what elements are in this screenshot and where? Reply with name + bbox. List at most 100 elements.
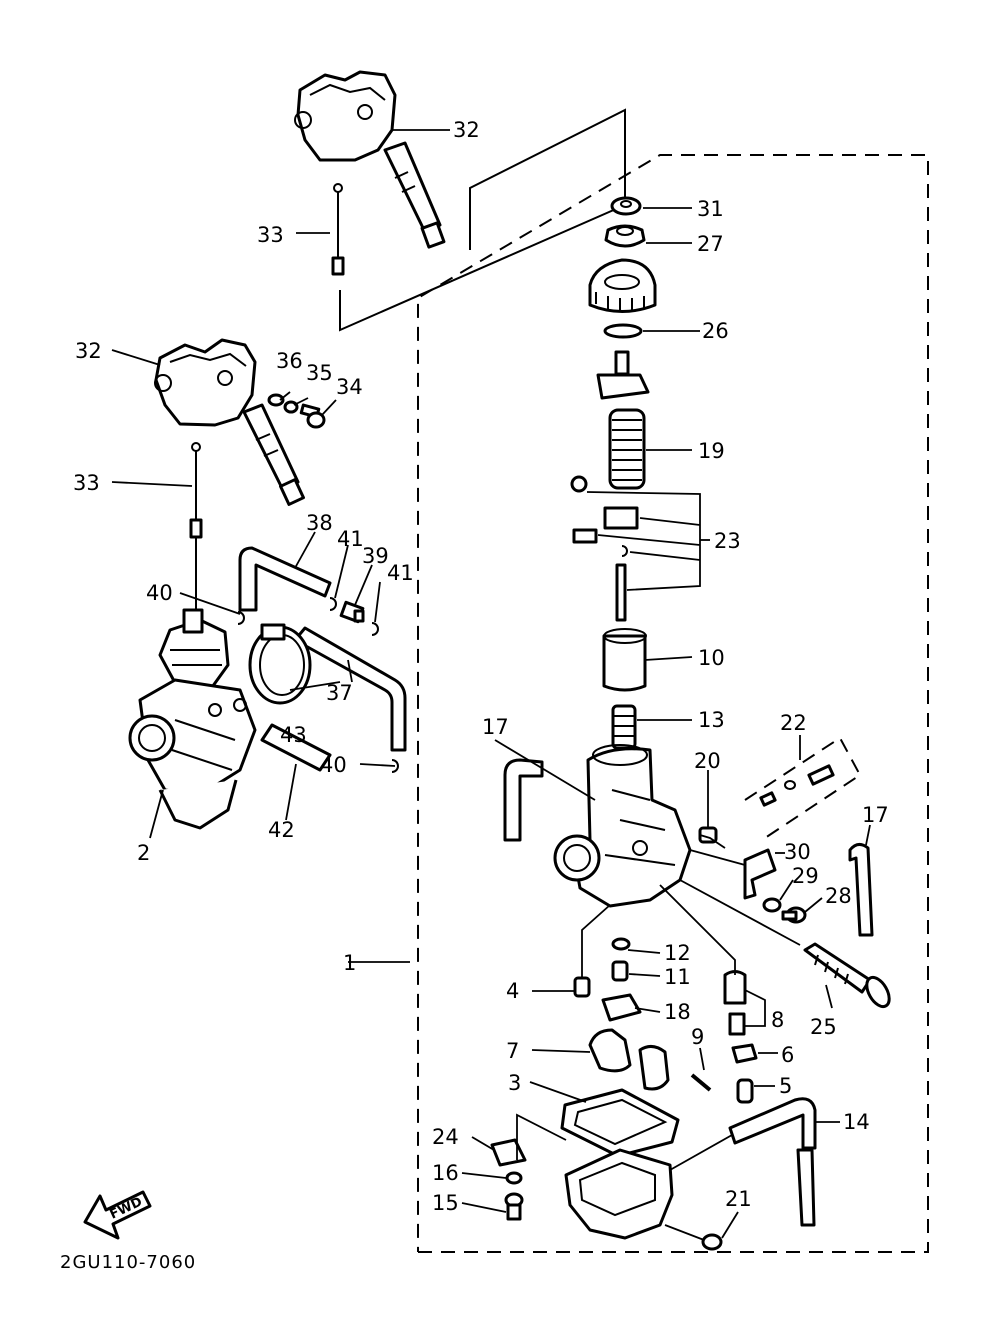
plug-5: [736, 1078, 754, 1104]
screw-15: [504, 1192, 524, 1221]
fitting-39: [339, 600, 365, 624]
callout-5: 5: [779, 1074, 792, 1098]
clip-41-left: [329, 597, 337, 611]
callout-32-lower: 32: [75, 339, 102, 363]
leader-lines: [111, 129, 871, 1241]
callout-29: 29: [792, 864, 819, 888]
callout-36: 36: [276, 349, 303, 373]
callout-40-upper: 40: [146, 581, 173, 605]
clamp-43: [248, 623, 312, 705]
callout-41-right: 41: [387, 561, 414, 585]
float-pin-9: [690, 1073, 712, 1092]
callout-32-upper: 32: [453, 118, 480, 142]
diagram-code: 2GU110-7060: [60, 1252, 196, 1273]
callout-8: 8: [771, 1008, 784, 1032]
starter-jet-4: [573, 976, 591, 998]
screw-21: [701, 1233, 723, 1251]
screw-34: [299, 403, 326, 429]
callout-27: 27: [697, 232, 724, 256]
throttle-cable-upper: [331, 183, 345, 276]
callout-labels: 1 2 3 4 5 6 7 8 9 10 11 12 13 14 15 16 1…: [73, 118, 889, 1215]
baffle-18: [601, 993, 642, 1022]
throttle-cable-lower: [189, 442, 203, 610]
washer-31: [610, 196, 642, 216]
callout-33-lower: 33: [73, 471, 100, 495]
pilot-jet-11: [611, 960, 629, 982]
callout-13: 13: [698, 708, 725, 732]
callout-31: 31: [697, 197, 724, 221]
carburetor-body: [553, 744, 692, 908]
callout-1: 1: [343, 951, 356, 975]
needle-set-23: [570, 475, 639, 622]
callout-17-right: 17: [862, 803, 889, 827]
callout-17-left: 17: [482, 715, 509, 739]
callout-2: 2: [137, 841, 150, 865]
callout-41-left: 41: [337, 527, 364, 551]
clip-40-upper: [237, 611, 245, 625]
bracket-24: [490, 1138, 527, 1167]
throttle-stop-screw-25: [803, 942, 891, 1009]
callout-11: 11: [664, 965, 691, 989]
mixing-chamber-top-26: [588, 258, 657, 313]
callout-42: 42: [268, 818, 295, 842]
throttle-valve-10: [602, 628, 647, 692]
screw-28: [781, 906, 807, 924]
hose-17-left: [503, 758, 544, 842]
callout-20: 20: [694, 749, 721, 773]
main-jet-8: [723, 970, 747, 1036]
joint-42: [260, 723, 332, 772]
callout-14: 14: [843, 1110, 870, 1134]
callout-16: 16: [432, 1161, 459, 1185]
callout-38: 38: [306, 511, 333, 535]
throttle-housing-lower: [154, 338, 305, 506]
float-bowl: [564, 1148, 674, 1240]
callout-9: 9: [691, 1025, 704, 1049]
clip-41-right: [371, 622, 379, 636]
callout-7: 7: [506, 1039, 519, 1063]
callout-10: 10: [698, 646, 725, 670]
pilot-screw-22: [744, 736, 862, 839]
callout-15: 15: [432, 1191, 459, 1215]
washer-29: [762, 897, 782, 913]
callout-6: 6: [781, 1043, 794, 1067]
callout-25: 25: [810, 1015, 837, 1039]
forward-arrow-icon: FWD: [83, 1190, 152, 1240]
float-7: [588, 1028, 670, 1091]
spring-19: [608, 408, 646, 490]
callout-19: 19: [698, 439, 725, 463]
callout-4: 4: [506, 979, 519, 1003]
bracket-30: [743, 848, 777, 900]
o-ring-26: [603, 323, 643, 339]
callout-22: 22: [780, 711, 807, 735]
clip-40-lower: [391, 759, 399, 773]
callout-24: 24: [432, 1125, 459, 1149]
callout-37: 37: [326, 681, 353, 705]
carburetor-assembled: [128, 608, 257, 830]
callout-23: 23: [714, 529, 741, 553]
cable-holder: [596, 350, 650, 400]
gasket-3: [560, 1088, 680, 1158]
callout-12: 12: [664, 941, 691, 965]
callout-40-lower: 40: [320, 753, 347, 777]
washer-16: [505, 1171, 523, 1185]
callout-33-upper: 33: [257, 223, 284, 247]
callout-30: 30: [784, 840, 811, 864]
callout-26: 26: [702, 319, 729, 343]
needle-jet-13: [611, 704, 637, 750]
callout-21: 21: [725, 1187, 752, 1211]
assembly-boundary: [339, 108, 929, 1253]
callout-34: 34: [336, 375, 363, 399]
callout-39: 39: [362, 544, 389, 568]
callout-3: 3: [508, 1071, 521, 1095]
needle-valve-6: [731, 1043, 758, 1064]
drain-hose-14: [728, 1097, 817, 1227]
callout-18: 18: [664, 1000, 691, 1024]
callout-43: 43: [280, 723, 307, 747]
hose-17-right: [848, 843, 874, 937]
washer-36: [267, 393, 285, 407]
throttle-housing-upper: [294, 70, 446, 249]
vent-hose-38: [238, 546, 332, 612]
callout-28: 28: [825, 884, 852, 908]
